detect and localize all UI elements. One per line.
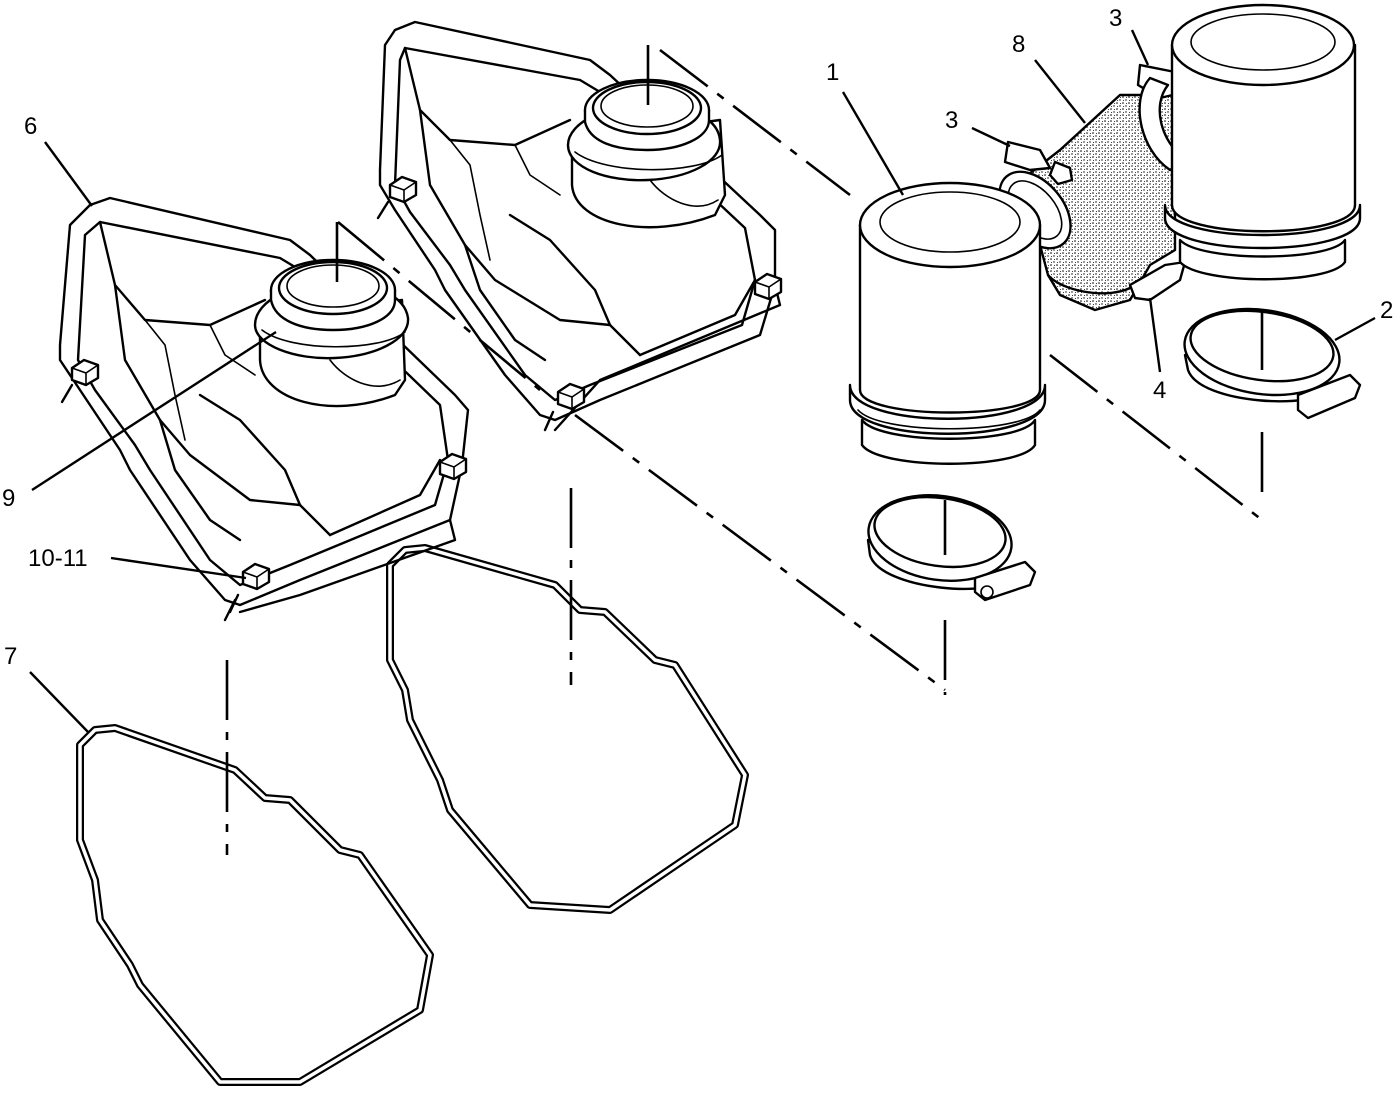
leader-lines [29,29,1376,733]
bolt-icon [543,382,586,432]
assembly-centerlines [225,45,1264,855]
callout-7: 7 [4,643,17,670]
gasket-left [76,724,434,1086]
hose-clamp-right [1183,307,1362,420]
breather-cap-right [1163,3,1362,281]
callout-10-11: 10-11 [28,545,88,572]
gasket-right [386,544,749,914]
bolt-icon [60,358,100,404]
callout-6: 6 [24,113,37,140]
oil-filler-neck [253,258,410,408]
callout-8: 8 [1012,31,1025,58]
bolt-icon [753,272,783,301]
callout-3: 3 [945,107,958,134]
bolt-icon [438,452,468,481]
callout-1: 1 [826,59,839,86]
oil-filler-neck [566,78,727,229]
bolt-icon [228,562,271,614]
hose-clamp-left [866,494,1037,602]
callout-9: 9 [2,485,15,512]
callout-3: 3 [1109,5,1122,32]
callout-labels: 1 2 3 3 4 6 7 8 9 10-11 [2,5,1393,670]
bolt-icon [376,175,418,220]
valve-cover-left [58,196,470,622]
breather-cap-left [848,181,1047,465]
callout-4: 4 [1153,377,1166,404]
callout-2: 2 [1380,297,1393,324]
valve-cover-right [376,20,783,432]
